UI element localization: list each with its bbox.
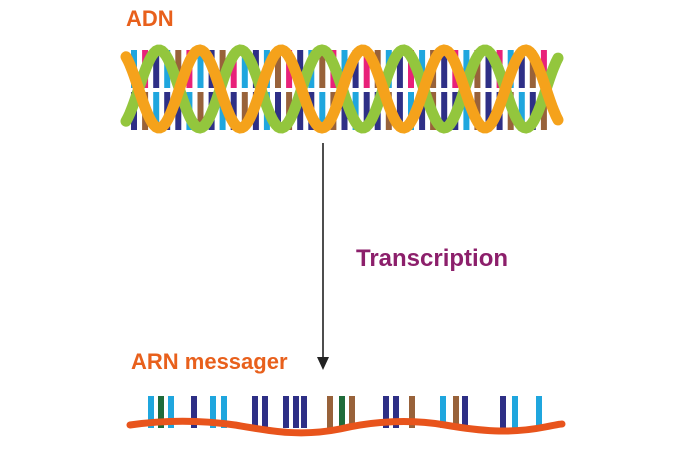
mrna-base (283, 396, 289, 428)
dna-base-top (197, 50, 204, 88)
mrna-base (453, 396, 459, 428)
mrna-label: ARN messager (131, 349, 288, 374)
mrna-base (536, 396, 542, 428)
dna-base-top (230, 50, 237, 88)
dna-base-top (529, 50, 536, 88)
dna-base-bottom (241, 92, 248, 130)
mrna-base (512, 396, 518, 428)
dna-base-bottom (463, 92, 470, 130)
dna-base-bottom (275, 92, 281, 130)
dna-base-bottom (319, 92, 326, 130)
mrna-base (500, 396, 506, 428)
dna-base-top (153, 50, 160, 88)
mrna-base (191, 396, 197, 428)
dna-base-top (241, 50, 248, 88)
mrna-base (252, 396, 258, 428)
mrna-base (383, 396, 389, 428)
mrna-base (221, 396, 227, 428)
dna-base-bottom (297, 92, 304, 130)
dna-base-bottom (175, 92, 182, 130)
transcription-label: Transcription (356, 245, 509, 272)
dna-double-helix (120, 44, 564, 134)
mrna-base (327, 396, 333, 428)
mrna-base (148, 396, 154, 428)
mrna-base (301, 396, 307, 428)
mrna-base (168, 396, 174, 428)
mrna-base (262, 396, 268, 428)
mrna-base (210, 396, 216, 428)
dna-base-bottom (441, 92, 448, 130)
dna-base-top (485, 50, 492, 88)
dna-base-bottom (153, 92, 160, 130)
mrna-base (440, 396, 446, 428)
dna-base-bottom (197, 92, 204, 130)
mrna-backbone (126, 417, 566, 437)
mrna-bases (148, 396, 542, 428)
dna-base-bottom (419, 92, 426, 130)
dna-base-top (396, 50, 403, 88)
dna-base-bottom (518, 92, 525, 130)
mrna-base (393, 396, 399, 428)
dna-base-top (363, 50, 370, 88)
dna-base-top (441, 50, 448, 88)
mrna-base (339, 396, 345, 428)
mrna-base (409, 396, 415, 428)
dna-base-top (319, 50, 326, 88)
dna-base-bottom (396, 92, 403, 130)
dna-label: ADN (126, 6, 174, 31)
dna-base-top (275, 50, 281, 88)
transcription-arrow (317, 143, 329, 370)
mrna-base (349, 396, 355, 428)
mrna-base (158, 396, 164, 428)
mrna-base (293, 396, 299, 428)
dna-base-top (352, 50, 359, 88)
mrna-base (462, 396, 468, 428)
dna-base-bottom (363, 92, 370, 130)
dna-strand-orange (120, 44, 564, 134)
dna-base-top (518, 50, 525, 88)
dna-base-bottom (485, 92, 492, 130)
dna-base-top (175, 50, 182, 88)
